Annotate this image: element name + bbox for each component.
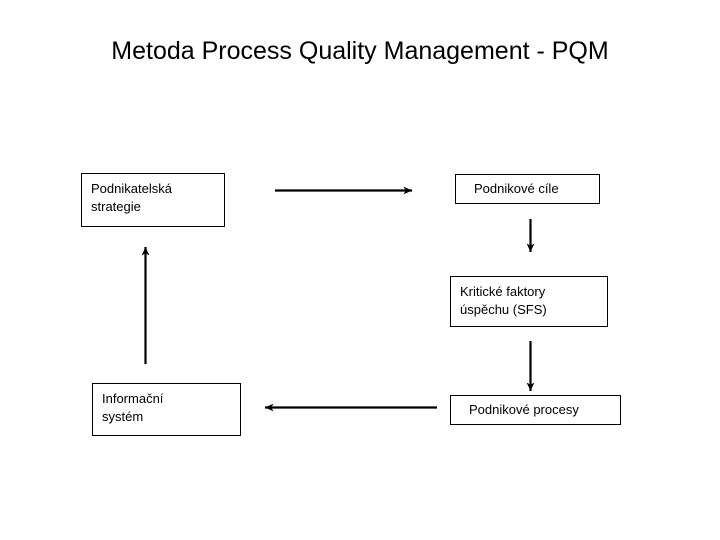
node-podnikove-procesy[interactable]: Podnikové procesy bbox=[450, 395, 621, 425]
node-podnikove-cile-label: Podnikové cíle bbox=[474, 181, 559, 196]
node-kriticke-faktory-uspechu[interactable]: Kritické faktory úspěchu (SFS) bbox=[450, 276, 608, 327]
node-podnikatelska-strategie[interactable]: Podnikatelská strategie bbox=[81, 173, 225, 227]
node-podnikove-cile[interactable]: Podnikové cíle bbox=[455, 174, 600, 204]
node-informacni-system[interactable]: Informační systém bbox=[92, 383, 241, 436]
node-podnikove-procesy-label: Podnikové procesy bbox=[469, 402, 579, 417]
page-title: Metoda Process Quality Management - PQM bbox=[111, 37, 609, 65]
